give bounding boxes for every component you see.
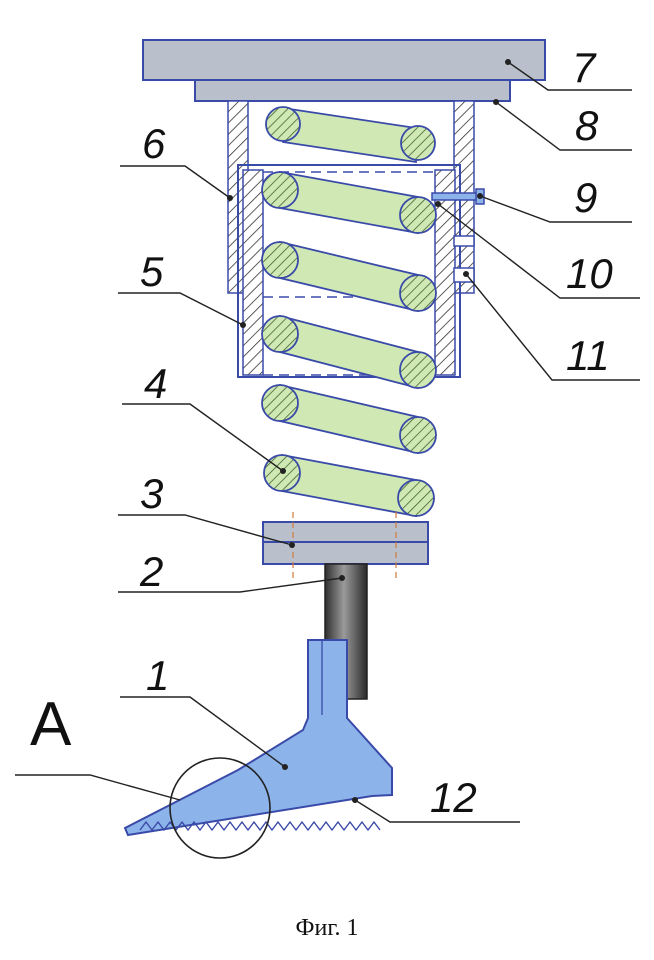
figure-caption: Фиг. 1 bbox=[295, 915, 359, 941]
spring-coil bbox=[279, 170, 419, 235]
spring-coil-section bbox=[399, 416, 437, 454]
spring-coil-section bbox=[261, 384, 299, 422]
spring-coil-section bbox=[397, 479, 435, 517]
leader-line-7 bbox=[507, 61, 632, 91]
spring-coil bbox=[279, 240, 419, 313]
leader-line-12 bbox=[354, 799, 520, 823]
leader-dots bbox=[227, 59, 511, 803]
leader-line-1 bbox=[120, 696, 286, 768]
spring-coil-section bbox=[261, 171, 299, 209]
spring-coil bbox=[281, 453, 417, 518]
top-plate-7 bbox=[142, 39, 546, 81]
spring-coil-section bbox=[261, 315, 299, 353]
leader-line-4 bbox=[122, 403, 284, 472]
label-7: 7 bbox=[572, 44, 597, 91]
label-6: 6 bbox=[142, 120, 166, 167]
label-8: 8 bbox=[575, 102, 599, 149]
support-plate-3 bbox=[262, 512, 429, 580]
teeth-12 bbox=[139, 820, 381, 832]
spring-coil bbox=[282, 106, 417, 164]
label-4: 4 bbox=[144, 360, 167, 407]
spring-coil-section bbox=[400, 125, 436, 161]
spring-coil-section bbox=[265, 106, 301, 142]
leader-line-9 bbox=[479, 195, 632, 223]
label-9: 9 bbox=[574, 174, 597, 221]
leader-line-2 bbox=[118, 577, 343, 593]
label-3: 3 bbox=[140, 470, 163, 517]
leader-line-8 bbox=[495, 101, 632, 151]
detail-circle-a bbox=[169, 757, 271, 859]
spring-coil-section bbox=[399, 351, 437, 389]
view-letter-a: A bbox=[30, 690, 72, 759]
label-12: 12 bbox=[430, 774, 477, 821]
spring-coil-section bbox=[399, 196, 437, 234]
leader-lines bbox=[15, 61, 640, 823]
spring-4 bbox=[261, 106, 437, 518]
leader-line-5 bbox=[118, 292, 244, 326]
label-1: 1 bbox=[146, 652, 169, 699]
mount-plate-8 bbox=[194, 79, 511, 102]
label-10: 10 bbox=[566, 250, 613, 297]
label-5: 5 bbox=[140, 248, 164, 295]
share-1 bbox=[123, 639, 393, 837]
leader-line-6 bbox=[120, 165, 231, 199]
spring-coil-section bbox=[399, 274, 437, 312]
leader-line-3 bbox=[118, 514, 293, 546]
spring-coil-section bbox=[261, 241, 299, 279]
leader-line-11 bbox=[465, 273, 640, 381]
spring-coil bbox=[279, 383, 419, 455]
pin-hole-10 bbox=[453, 235, 475, 247]
label-2: 2 bbox=[139, 548, 163, 595]
leader-line-a bbox=[15, 774, 181, 801]
label-11: 11 bbox=[566, 332, 610, 379]
leader-line-10 bbox=[437, 203, 640, 299]
